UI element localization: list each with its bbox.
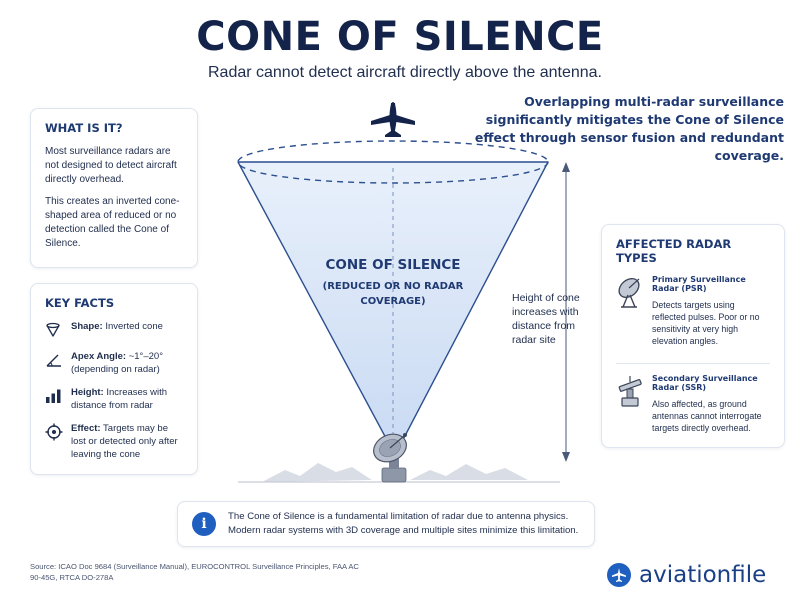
crosshair-icon [45, 422, 71, 442]
ssr-antenna-icon [616, 374, 652, 434]
cone-top-ellipse [237, 140, 549, 184]
radar-types-heading: AFFECTED RADAR TYPES [616, 237, 732, 265]
brand-name: aviationfile [639, 562, 767, 588]
height-arrow [562, 162, 570, 462]
page-title: CONE OF SILENCE [196, 14, 604, 60]
fact-label: Height: [71, 387, 104, 398]
radar-dish-icon [616, 275, 652, 347]
radar-type-title: Secondary Surveillance Radar (SSR) [652, 374, 758, 392]
height-label: Height of cone increases with distance f… [512, 292, 580, 346]
what-is-it-paragraph: Most surveillance radars are not designe… [45, 146, 177, 185]
key-facts-card: KEY FACTS Shape: Inverted cone Apex Angl… [30, 283, 198, 475]
what-is-it-paragraph: This creates an inverted cone-shaped are… [45, 196, 180, 249]
mitigation-note: Overlapping multi-radar surveillance sig… [474, 94, 784, 163]
page-subtitle: Radar cannot detect aircraft directly ab… [207, 64, 602, 81]
radar-dish-icon [373, 433, 407, 483]
fact-height: Height: Increases with distance from rad… [45, 386, 183, 412]
fact-shape: Shape: Inverted cone [45, 320, 183, 340]
fact-effect: Effect: Targets may be lost or detected … [45, 422, 183, 461]
cone-title: CONE OF SILENCE [325, 257, 461, 273]
cone-shape [237, 161, 549, 456]
key-facts-heading: KEY FACTS [45, 296, 115, 310]
fact-text: Inverted cone [105, 321, 163, 332]
bar-chart-icon [45, 386, 71, 406]
inverted-cone-icon [45, 320, 71, 340]
fact-text: ~1°–20° (depending on radar) [71, 351, 163, 375]
cone-label: CONE OF SILENCE (REDUCED OR NO RADAR COV… [300, 257, 486, 309]
cone-subtitle: (REDUCED OR NO RADAR COVERAGE) [322, 281, 464, 307]
what-is-it-card: WHAT IS IT? Most surveillance radars are… [30, 108, 198, 268]
info-box: i The Cone of Silence is a fundamental l… [177, 501, 595, 547]
what-is-it-heading: WHAT IS IT? [45, 121, 123, 135]
info-text: The Cone of Silence is a fundamental lim… [228, 511, 579, 536]
radar-type-psr: Primary Surveillance Radar (PSR) Detects… [616, 275, 770, 347]
angle-icon [45, 350, 71, 370]
aircraft-icon [371, 102, 415, 137]
radar-type-title: Primary Surveillance Radar (PSR) [652, 275, 746, 293]
radar-type-desc: Detects targets using reflected pulses. … [652, 300, 760, 346]
info-icon: i [192, 512, 216, 536]
fact-apex-angle: Apex Angle: ~1°–20° (depending on radar) [45, 350, 183, 376]
fact-label: Apex Angle: [71, 351, 127, 362]
radar-type-ssr: Secondary Surveillance Radar (SSR) Also … [616, 374, 770, 434]
fact-label: Effect: [71, 423, 101, 434]
fact-label: Shape: [71, 321, 103, 332]
divider [616, 363, 770, 364]
fact-text: Increases with distance from radar [71, 387, 168, 411]
source-citation: Source: ICAO Doc 9684 (Surveillance Manu… [30, 562, 359, 582]
brand-logo[interactable]: aviationfile [607, 560, 797, 590]
radar-types-card: AFFECTED RADAR TYPES Primary Surveillanc… [601, 224, 785, 448]
radar-type-desc: Also affected, as ground antennas cannot… [652, 399, 762, 433]
fact-text: Targets may be lost or detected only aft… [71, 423, 178, 460]
airplane-logo-icon [607, 563, 631, 587]
